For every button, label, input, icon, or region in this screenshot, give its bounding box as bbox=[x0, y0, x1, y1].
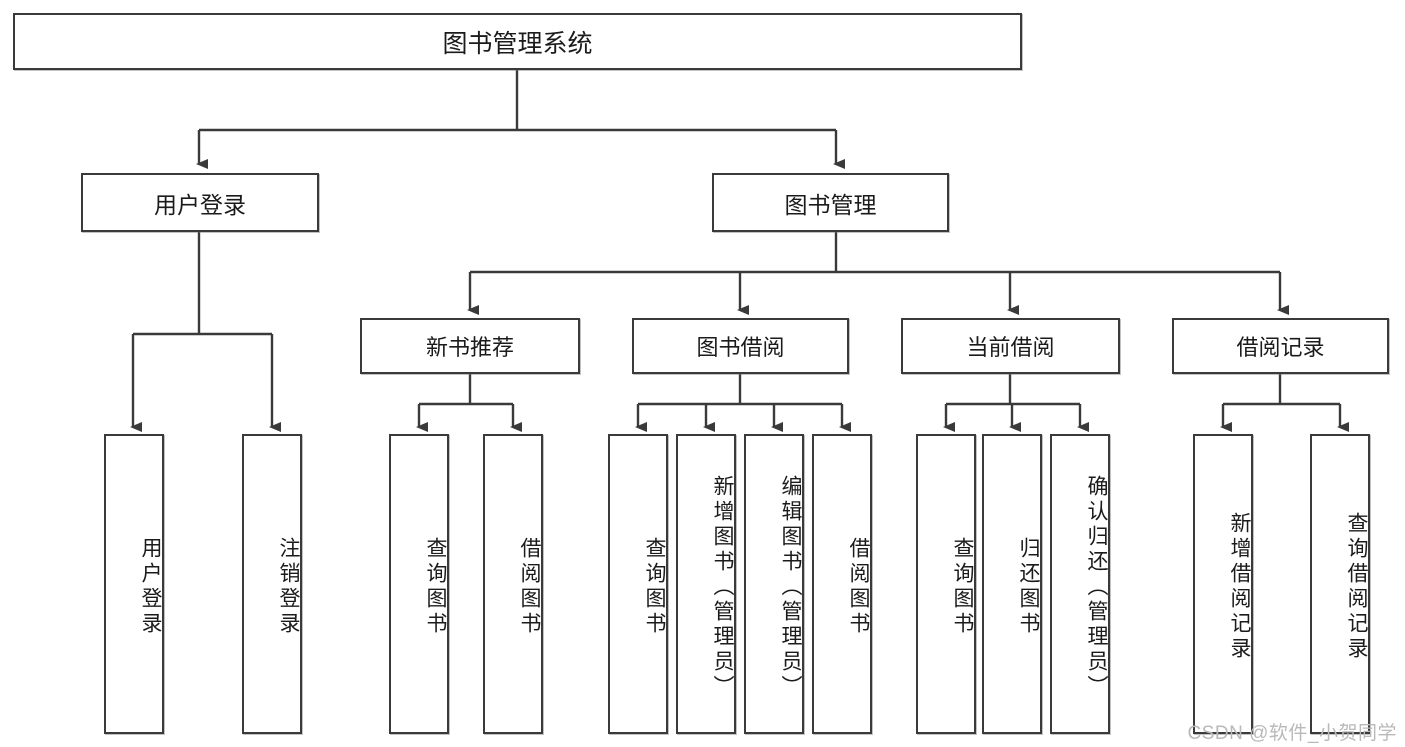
node-label: 归还图书 bbox=[1017, 537, 1040, 637]
leaf-current-confirm-return[interactable]: 确认归还（管理员） bbox=[1050, 434, 1110, 734]
leaf-record-query[interactable]: 查询借阅记录 bbox=[1310, 434, 1370, 734]
node-label: 借阅图书 bbox=[518, 537, 541, 637]
node-label: 新书推荐 bbox=[425, 335, 514, 360]
leaf-borrow-edit-book[interactable]: 编辑图书（管理员） bbox=[744, 434, 804, 734]
node-borrow-record[interactable]: 借阅记录 bbox=[1172, 318, 1389, 374]
node-label: 借阅图书 bbox=[847, 537, 870, 637]
leaf-new-book-query[interactable]: 查询图书 bbox=[389, 434, 449, 734]
node-user-login[interactable]: 用户登录 bbox=[81, 173, 319, 232]
node-label: 新增借阅记录 bbox=[1228, 512, 1251, 662]
leaf-user-login-login[interactable]: 用户登录 bbox=[104, 434, 164, 734]
leaf-user-login-logout[interactable]: 注销登录 bbox=[242, 434, 302, 734]
node-label: 查询图书 bbox=[951, 537, 974, 637]
node-label: 图书管理 bbox=[784, 191, 877, 218]
node-new-book-recommend[interactable]: 新书推荐 bbox=[360, 318, 580, 374]
leaf-record-add[interactable]: 新增借阅记录 bbox=[1193, 434, 1253, 734]
node-label: 查询图书 bbox=[643, 537, 666, 637]
node-label: 编辑图书（管理员） bbox=[779, 474, 802, 700]
node-label: 借阅记录 bbox=[1236, 335, 1325, 360]
node-current-borrow[interactable]: 当前借阅 bbox=[901, 318, 1120, 374]
node-label: 新增图书（管理员） bbox=[711, 474, 734, 700]
node-label: 用户登录 bbox=[139, 537, 162, 637]
node-label: 确认归还（管理员） bbox=[1085, 474, 1108, 700]
node-label: 注销登录 bbox=[277, 537, 300, 637]
node-book-borrow[interactable]: 图书借阅 bbox=[632, 318, 849, 374]
node-label: 查询借阅记录 bbox=[1345, 512, 1368, 662]
node-label: 查询图书 bbox=[424, 537, 447, 637]
node-label: 图书管理系统 bbox=[442, 29, 593, 58]
leaf-borrow-query-book[interactable]: 查询图书 bbox=[608, 434, 668, 734]
leaf-borrow-add-book[interactable]: 新增图书（管理员） bbox=[676, 434, 736, 734]
node-book-management[interactable]: 图书管理 bbox=[712, 173, 949, 232]
leaf-new-book-borrow[interactable]: 借阅图书 bbox=[483, 434, 543, 734]
node-label: 图书借阅 bbox=[696, 335, 785, 360]
node-label: 当前借阅 bbox=[966, 335, 1055, 360]
leaf-current-return-book[interactable]: 归还图书 bbox=[982, 434, 1042, 734]
node-root-system[interactable]: 图书管理系统 bbox=[13, 13, 1022, 70]
csdn-watermark: CSDN @软件_小贺同学 bbox=[1187, 723, 1397, 744]
leaf-borrow-borrow-book[interactable]: 借阅图书 bbox=[812, 434, 872, 734]
leaf-current-query-book[interactable]: 查询图书 bbox=[916, 434, 976, 734]
node-label: 用户登录 bbox=[154, 191, 246, 218]
